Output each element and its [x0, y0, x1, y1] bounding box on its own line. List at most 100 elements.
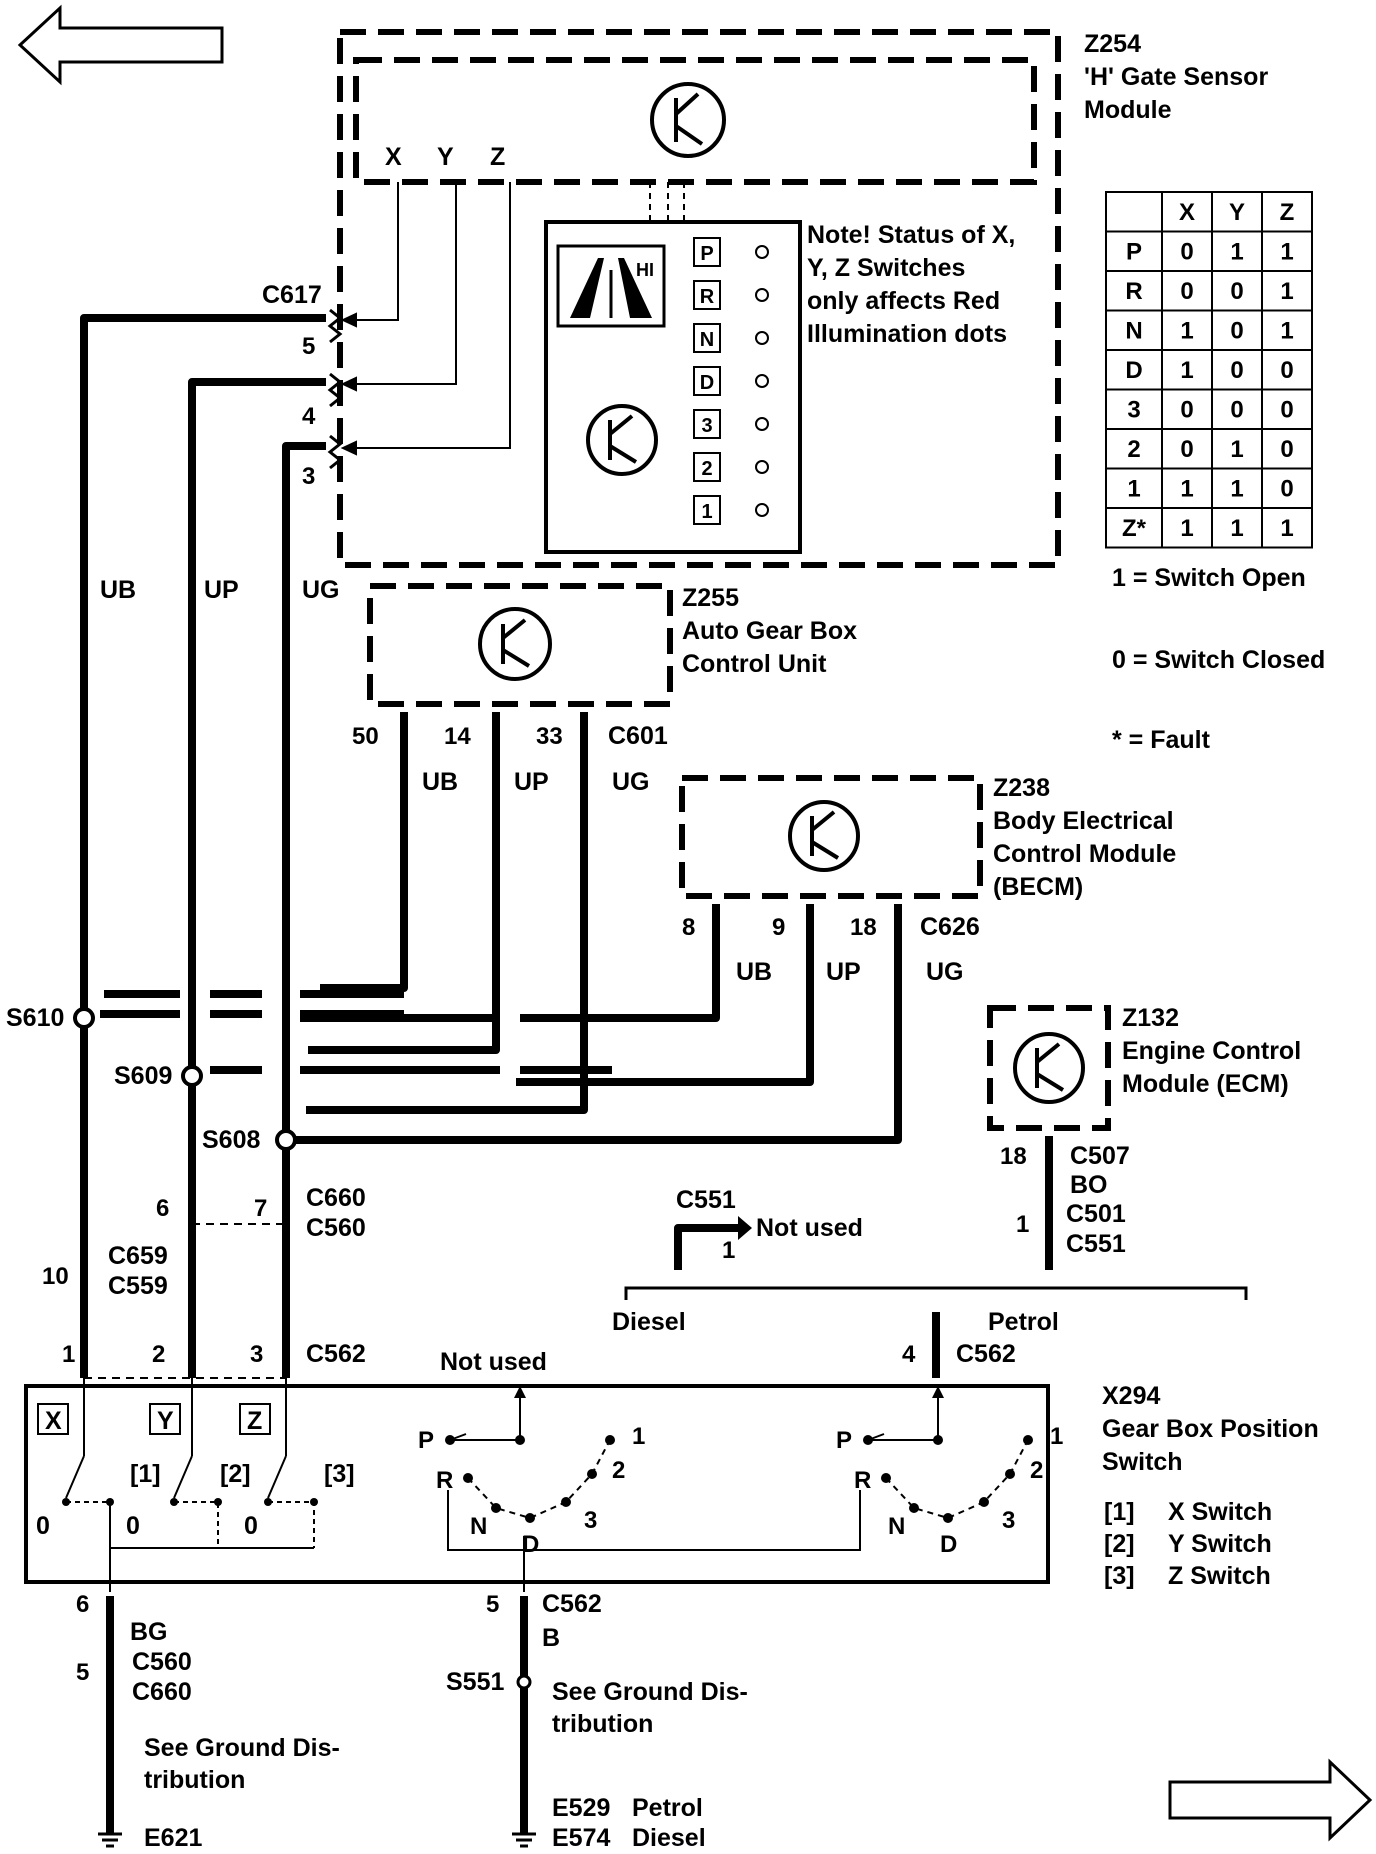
- c659-pin: 10: [42, 1263, 69, 1290]
- c626-label: C626: [920, 913, 980, 941]
- wire-bg-label: BG: [130, 1618, 168, 1646]
- c501-pin: 1: [1016, 1211, 1029, 1238]
- c562-pin-3: 3: [250, 1341, 263, 1368]
- rotary-label: 2: [1030, 1457, 1043, 1484]
- svg-text:Z255: Z255: [682, 584, 739, 612]
- c551-stub: [674, 1224, 738, 1270]
- switch-zero-1: 0: [36, 1512, 50, 1540]
- truth-table-cell: [1105, 191, 1163, 233]
- c660-pin-6: 6: [156, 1195, 169, 1222]
- c601-ug-label: UG: [612, 768, 650, 796]
- z238-module-box: [679, 775, 983, 899]
- splice-runs: [100, 990, 612, 1074]
- z132-label: Z132 Engine Control Module (ECM): [1122, 1004, 1301, 1098]
- illumination-dot-icon: [755, 331, 769, 345]
- svg-text:[2]: [2]: [1104, 1530, 1135, 1558]
- c660-label: C660: [306, 1184, 366, 1212]
- rotary-contact: [1005, 1469, 1015, 1479]
- gear-box-4: [693, 409, 721, 439]
- rotary-label: D: [522, 1531, 539, 1558]
- gear-box-0: [693, 237, 721, 267]
- truth-table-text: Z: [1280, 199, 1295, 226]
- c601-up-label: UP: [514, 768, 549, 796]
- truth-table-text: 1: [1280, 278, 1293, 305]
- see-ground-left-2: tribution: [144, 1766, 245, 1794]
- truth-table-text: 0: [1280, 397, 1293, 424]
- splice-s551: [516, 1674, 532, 1690]
- rotary-label: N: [888, 1513, 905, 1540]
- truth-table-cell: [1261, 507, 1313, 549]
- c562-pin-1: 1: [62, 1341, 75, 1368]
- e574-diesel-label: Diesel: [632, 1824, 706, 1852]
- c601-pin-33: 33: [536, 723, 563, 750]
- svg-text:Z254: Z254: [1084, 30, 1141, 58]
- splice-s610: [73, 1007, 95, 1029]
- wire-b-label: B: [542, 1624, 560, 1652]
- see-ground-right-2: tribution: [552, 1710, 653, 1738]
- truth-table-text: D: [1125, 357, 1142, 384]
- c507-pin: 18: [1000, 1143, 1027, 1170]
- rotary-contact: [881, 1473, 891, 1483]
- see-ground-left-1: See Ground Dis-: [144, 1734, 340, 1762]
- svg-text:Engine Control: Engine Control: [1122, 1037, 1301, 1065]
- c660-b-label: C660: [132, 1678, 192, 1706]
- svg-text:only affects Red: only affects Red: [807, 287, 1000, 315]
- truth-table-cell: [1211, 191, 1263, 233]
- h-gate-z-label: Z: [490, 143, 505, 171]
- truth-table-text: 1: [1230, 515, 1243, 542]
- not-used-top-label: Not used: [440, 1348, 547, 1376]
- z254-label: Z254 'H' Gate Sensor Module: [1084, 30, 1268, 124]
- arrow-left-icon[interactable]: [17, 4, 224, 86]
- e529-label: E529: [552, 1794, 610, 1822]
- svg-text:Illumination dots: Illumination dots: [807, 320, 1007, 348]
- truth-table-cell: [1261, 270, 1313, 312]
- svg-text:[1]: [1]: [1104, 1498, 1135, 1526]
- switch-y-box: Y: [157, 1407, 174, 1435]
- svg-text:* = Fault: * = Fault: [1112, 726, 1211, 754]
- c560-label: C560: [306, 1214, 366, 1242]
- truth-table-cell: [1105, 428, 1163, 470]
- arrow-right-icon[interactable]: [1168, 1758, 1373, 1842]
- petrol-label: Petrol: [988, 1308, 1059, 1336]
- truth-table-text: Y: [1229, 199, 1245, 226]
- svg-text:Z132: Z132: [1122, 1004, 1179, 1032]
- switch-zero-2: 0: [126, 1512, 140, 1540]
- truth-table-text: 0: [1280, 357, 1293, 384]
- x294-label: X294 Gear Box Position Switch: [1102, 1382, 1319, 1476]
- rotary-contact: [587, 1469, 597, 1479]
- gear-box-5: [693, 452, 721, 482]
- c601-label: C601: [608, 722, 668, 750]
- c626-pin-18: 18: [850, 914, 877, 941]
- truth-table-text: 0: [1230, 318, 1243, 345]
- svg-text:Note! Status of X,: Note! Status of X,: [807, 221, 1015, 249]
- svg-text:Control Unit: Control Unit: [682, 650, 827, 678]
- rotary-contact: [463, 1473, 473, 1483]
- c560-b-pin-6: 6: [76, 1591, 89, 1618]
- rotary-contact: [605, 1435, 615, 1445]
- c617-pin-4: 4: [302, 403, 316, 430]
- truth-table-text: 1: [1280, 515, 1293, 542]
- rotary-contact: [561, 1497, 571, 1507]
- switch-bracket-3: [3]: [324, 1460, 355, 1488]
- truth-table-text: P: [1126, 239, 1142, 266]
- gear-letter: 3: [701, 415, 712, 437]
- gear-box-1: [693, 280, 721, 310]
- truth-table-text: 1: [1280, 318, 1293, 345]
- e621-label: E621: [144, 1824, 202, 1852]
- s551-label: S551: [446, 1668, 504, 1696]
- c660-pin-7: 7: [254, 1195, 267, 1222]
- switch-x-box: X: [45, 1407, 62, 1435]
- c551-ecm-label: C551: [1066, 1230, 1126, 1258]
- svg-text:Module (ECM): Module (ECM): [1122, 1070, 1289, 1098]
- e529-petrol-label: Petrol: [632, 1794, 703, 1822]
- gear-box-6: [693, 495, 721, 525]
- c626-pin-8: 8: [682, 914, 695, 941]
- illumination-dot-icon: [755, 245, 769, 259]
- c562-b-pin-5: 5: [486, 1591, 499, 1618]
- truth-table-cell: [1261, 428, 1313, 470]
- xyz-switches: [65, 1378, 315, 1592]
- c626-ub-label: UB: [736, 958, 772, 986]
